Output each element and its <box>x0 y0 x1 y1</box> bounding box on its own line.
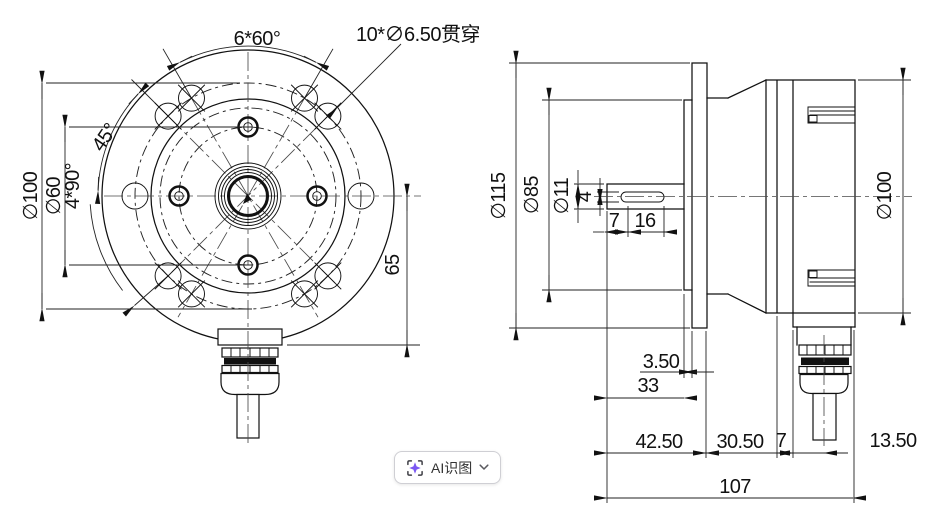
side-dim-keyway-width: 4 <box>574 191 596 202</box>
front-screw-holes <box>168 116 328 276</box>
center-mark <box>243 193 252 204</box>
side-dim-shaft-length: 33 <box>637 375 659 397</box>
front-dim-bolt-circle-dia: ∅100 <box>20 171 42 220</box>
front-dimensions <box>39 43 420 358</box>
side-view: ∅115 ∅85 ∅11 4 7 16 3.50 33 42.50 30.50 … <box>488 50 918 503</box>
side-dim-shaft-dia: ∅11 <box>551 177 573 214</box>
side-outline <box>606 62 856 329</box>
side-bottom-groove <box>807 269 856 287</box>
side-top-groove <box>807 106 856 124</box>
side-dim-mid-section: 30.50 <box>716 431 764 453</box>
chevron-down-icon <box>479 464 489 471</box>
ai-recognize-button[interactable]: AI识图 <box>394 451 502 484</box>
side-dimensions <box>509 50 911 503</box>
side-dim-gland-offset: 13.50 <box>869 430 917 452</box>
ai-recognize-label: AI识图 <box>431 459 473 476</box>
front-dim-angle-45: 45° <box>88 120 122 156</box>
front-dim-through-holes: 10*∅6.50贯穿 <box>356 23 480 46</box>
front-cable-gland <box>217 328 283 439</box>
side-centerlines <box>594 196 912 446</box>
front-dim-bolt-pattern: 6*60° <box>234 28 281 50</box>
front-dim-inner-pattern: 4*90° <box>62 163 84 209</box>
side-dim-groove-width: 7 <box>776 430 787 452</box>
ai-scan-icon <box>406 459 424 477</box>
side-dim-front-section: 42.50 <box>635 431 683 453</box>
front-centerlines <box>104 48 421 446</box>
front-view: 6*60° 10*∅6.50贯穿 45° 4*90° ∅100 ∅60 65 <box>20 23 480 446</box>
side-keyway-slot <box>620 191 665 203</box>
front-bolt-holes-crossed <box>154 84 342 308</box>
front-shaft-hub <box>214 162 282 230</box>
side-dim-total-length: 107 <box>719 476 751 498</box>
side-dim-boss-dia: ∅85 <box>521 176 543 214</box>
side-cable-gland <box>796 326 852 441</box>
front-dim-inner-circle-dia: ∅60 <box>43 177 65 215</box>
side-dim-body-dia: ∅100 <box>874 171 896 220</box>
front-bolt-holes <box>121 84 375 308</box>
side-dim-keyway-length: 16 <box>634 210 656 232</box>
side-dim-boss-thickness: 3.50 <box>643 351 680 373</box>
front-dim-center-to-connector: 65 <box>382 254 404 276</box>
side-dim-keyway-offset: 7 <box>609 210 620 232</box>
side-dim-flange-dia: ∅115 <box>488 172 510 219</box>
